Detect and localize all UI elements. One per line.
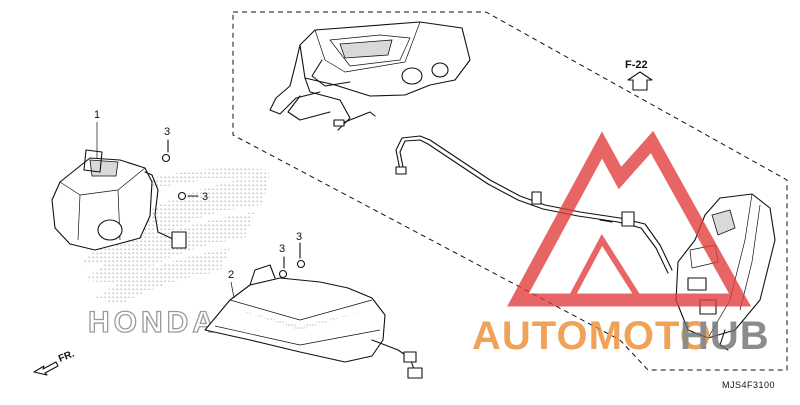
watermark: AUTOMOTO HUB xyxy=(472,130,770,358)
bolt-3-a xyxy=(161,139,171,163)
bolt-3-b xyxy=(177,191,199,201)
watermark-text-primary: AUTOMOTO xyxy=(472,314,712,358)
wire-harness xyxy=(395,135,673,274)
callout-2: 2 xyxy=(228,269,234,281)
bolt-3-d xyxy=(296,242,306,269)
reference-f22: F-22 xyxy=(625,59,653,91)
honda-wordmark: HONDA xyxy=(88,306,218,339)
watermark-text-secondary: HUB xyxy=(680,314,770,358)
callout-3c: 3 xyxy=(279,243,285,255)
callout-1: 1 xyxy=(94,109,100,121)
sub-assembly-boundary xyxy=(232,11,788,371)
bolt-3-c xyxy=(278,256,288,279)
front-direction-indicator: FR. xyxy=(33,348,76,376)
watermark-triangle-icon xyxy=(507,130,752,307)
callout-3d: 3 xyxy=(296,231,302,243)
front-arrow-icon xyxy=(33,361,59,376)
callouts: 1 2 3 3 3 3 xyxy=(94,109,302,299)
callout-3b: 3 xyxy=(202,191,208,203)
up-arrow-icon xyxy=(627,71,653,91)
tail-light-assembly-top xyxy=(269,21,471,131)
callout-3a: 3 xyxy=(164,126,170,138)
honda-wing-logo: HONDA xyxy=(80,168,270,340)
drawing-code: MJS4F3100 xyxy=(722,380,775,390)
front-label: FR. xyxy=(57,348,76,364)
part-2-unit xyxy=(204,264,423,379)
reference-label: F-22 xyxy=(625,59,648,71)
